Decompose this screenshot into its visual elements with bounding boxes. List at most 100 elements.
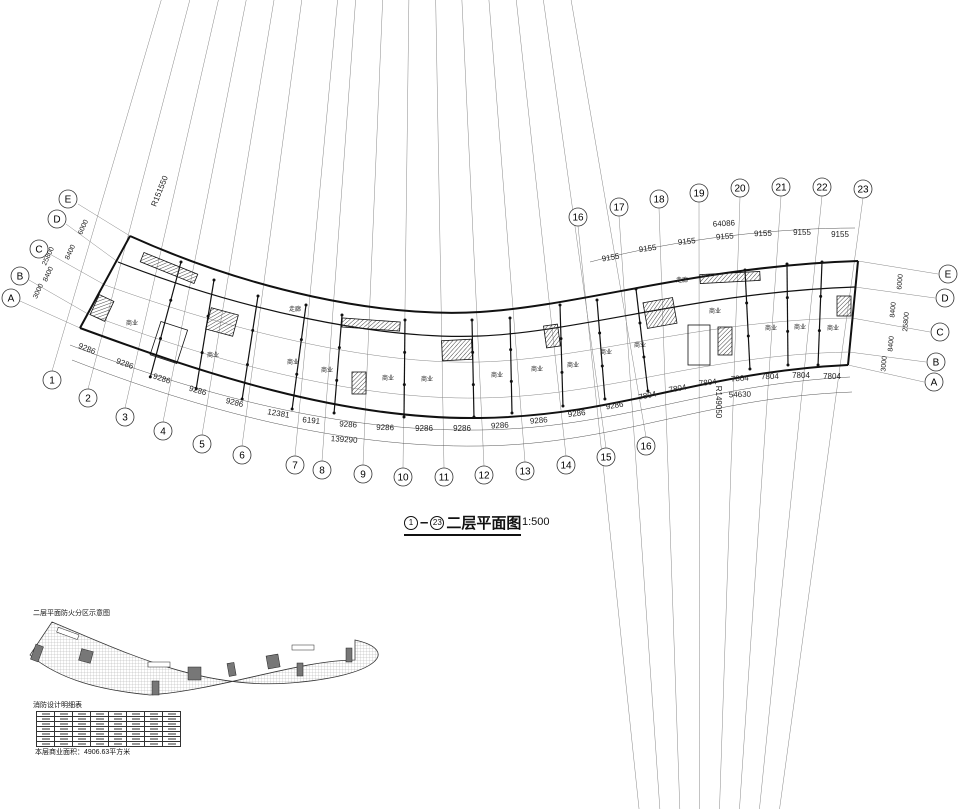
illegible-cell-value <box>59 743 68 745</box>
axis-bubble <box>58 189 78 209</box>
stair <box>351 371 367 395</box>
axis-bubble <box>1 288 21 308</box>
column <box>819 294 823 298</box>
column <box>785 262 789 266</box>
column <box>337 346 341 350</box>
illegible-cell-value <box>113 743 122 745</box>
stair <box>89 294 115 322</box>
axis-bubble <box>556 455 576 475</box>
drawing-title: 1–23 二层平面图 <box>404 512 522 536</box>
column <box>559 337 563 341</box>
partition-wall <box>786 263 789 367</box>
row-axis-line <box>854 286 936 299</box>
illegible-cell-value <box>131 718 140 720</box>
partition-wall <box>509 317 513 415</box>
column <box>179 260 183 264</box>
illegible-cell-value <box>167 723 176 725</box>
dimension-label: 7804 <box>792 371 810 380</box>
axis-bubble <box>42 370 62 390</box>
illegible-cell-value <box>95 738 104 740</box>
row-b-line <box>87 313 850 399</box>
axis-line <box>321 0 356 462</box>
axis-bubble <box>649 189 669 209</box>
dimension-label: 8400 <box>887 336 895 352</box>
column <box>746 334 750 338</box>
stair <box>642 297 678 329</box>
axis-label: C <box>35 245 42 256</box>
drawing-scale: 1:500 <box>522 516 550 528</box>
axis-bubble <box>730 178 750 198</box>
column <box>820 260 824 264</box>
column <box>169 298 173 302</box>
illegible-cell-value <box>95 718 104 720</box>
axis-line <box>241 0 303 447</box>
illegible-cell-value <box>77 723 86 725</box>
axis-line <box>516 0 567 457</box>
stair <box>836 295 852 317</box>
illegible-cell-value <box>59 713 68 715</box>
axis-line <box>488 0 526 463</box>
axis-label: 1 <box>49 376 55 387</box>
axis-label: 16 <box>572 213 584 224</box>
table-cell <box>126 741 145 747</box>
partition-wall <box>403 319 406 419</box>
axis-label: A <box>931 378 938 389</box>
axis-label: D <box>941 294 948 305</box>
stair-core <box>151 680 160 696</box>
column <box>561 404 565 408</box>
column <box>403 350 407 354</box>
illegible-cell-value <box>167 743 176 745</box>
column <box>472 415 476 419</box>
illegible-cell-value <box>95 713 104 715</box>
column <box>638 321 642 325</box>
partition-wall <box>149 261 182 379</box>
table-cell <box>72 741 91 747</box>
column <box>194 387 198 391</box>
dimension-label: 9286 <box>339 419 358 429</box>
column <box>509 348 513 352</box>
dimension-label: 6000 <box>77 219 90 236</box>
column <box>245 363 249 367</box>
axis-line <box>362 0 383 466</box>
axis-line <box>759 195 823 809</box>
escalator <box>139 251 199 285</box>
stair <box>543 323 561 349</box>
illegible-cell-value <box>167 713 176 715</box>
column <box>159 337 163 341</box>
column <box>817 329 821 333</box>
illegible-cell-value <box>149 713 158 715</box>
axis-line <box>698 201 700 809</box>
axis-line <box>719 196 741 809</box>
axis-bubble <box>515 461 535 481</box>
illegible-cell-value <box>77 718 86 720</box>
illegible-cell-value <box>59 718 68 720</box>
axis-label: 17 <box>613 203 625 214</box>
illegible-cell-value <box>95 723 104 725</box>
table-row <box>36 736 181 742</box>
axis-label: D <box>53 215 60 226</box>
axis-label: 21 <box>775 183 787 194</box>
column <box>304 303 308 307</box>
column <box>471 383 475 387</box>
partition-wall <box>291 304 307 411</box>
illegible-cell-value <box>95 728 104 730</box>
stair-core <box>226 662 237 677</box>
axis-bubble <box>285 455 305 475</box>
axis-label: 20 <box>734 184 746 195</box>
escalator <box>341 317 401 332</box>
axis-line <box>739 195 782 809</box>
axis-bubble <box>29 239 49 259</box>
stair-core <box>296 662 304 677</box>
dimension-label: 8400 <box>889 302 897 318</box>
stair-core <box>187 666 202 681</box>
fire-zone-schematic <box>29 621 379 696</box>
escalators <box>139 251 761 332</box>
axis-label: 7 <box>292 461 298 472</box>
room-label-commercial: 商业 <box>765 324 777 332</box>
illegible-cell-value <box>149 723 158 725</box>
dimension-label: 9286 <box>567 408 586 419</box>
illegible-cell-value <box>167 733 176 735</box>
axis-bubble <box>192 434 212 454</box>
column <box>509 379 513 383</box>
column <box>816 363 820 367</box>
